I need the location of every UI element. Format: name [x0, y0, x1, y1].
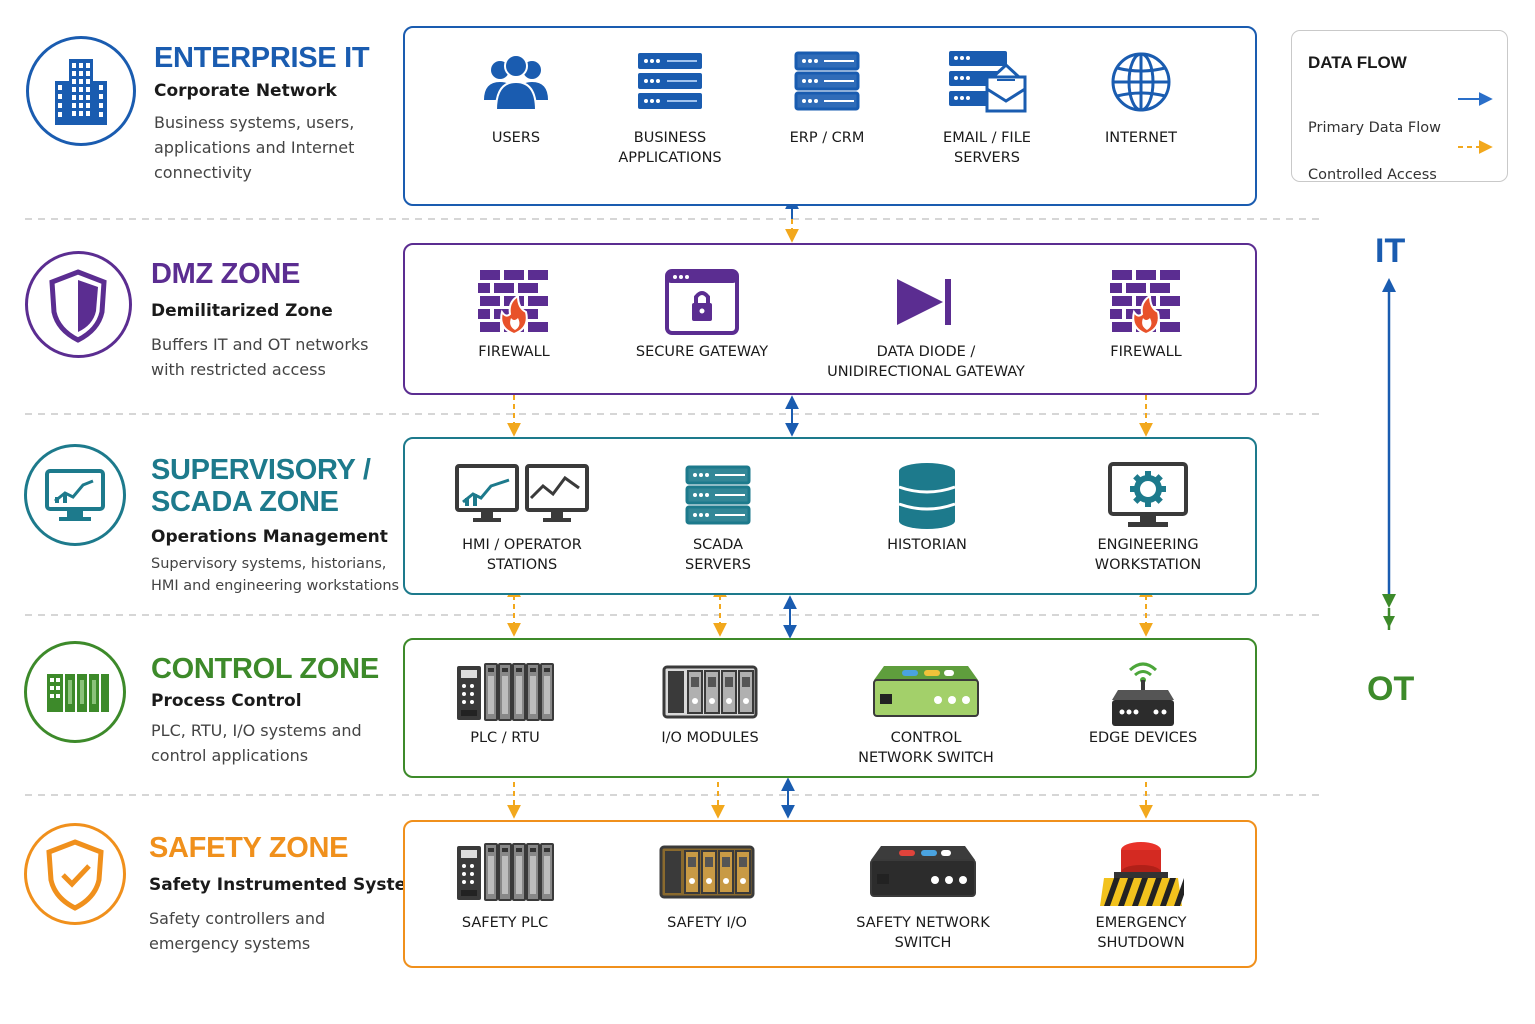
node-icon-server-rack-icon[interactable]	[600, 42, 740, 122]
node-label: CONTROL NETWORK SWITCH	[858, 730, 994, 766]
scada-zone-subtitle: Operations Management	[151, 527, 388, 547]
safety-zone-subtitle: Safety Instrumented System	[149, 875, 424, 895]
node-label: PLC / RTU	[470, 730, 540, 746]
node-label: EDGE DEVICES	[1088, 730, 1198, 746]
node-label: SECURE GATEWAY	[635, 344, 769, 360]
legend-controlled-label: Controlled Access	[1308, 167, 1437, 183]
control-zone-badge	[24, 641, 126, 743]
safety-zone-badge	[24, 823, 126, 925]
node-label: HMI / OPERATOR STATIONS	[462, 537, 582, 573]
node-icon-emergency-button-icon[interactable]	[1071, 832, 1211, 912]
node-icon-email-server-icon[interactable]	[917, 42, 1057, 122]
legend-arrows	[1458, 92, 1493, 154]
node-icon-plc-icon[interactable]	[435, 832, 575, 912]
dmz-zone-description: Buffers IT and OT networks with restrict…	[151, 335, 369, 379]
legend-primary-label: Primary Data Flow	[1308, 120, 1441, 136]
node-icon-server-stack-icon[interactable]	[648, 456, 788, 536]
node-label: FIREWALL	[478, 344, 550, 360]
enterprise-zone-title: ENTERPRISE IT	[154, 42, 370, 74]
node-icon-users-icon[interactable]	[446, 42, 586, 122]
node-label: SAFETY NETWORK SWITCH	[856, 915, 990, 951]
node-icon-io-modules-icon[interactable]	[640, 652, 780, 732]
node-label: SCADA SERVERS	[684, 537, 752, 573]
scada-zone-title: SUPERVISORY / SCADA ZONE	[151, 454, 371, 518]
node-icon-edge-device-icon[interactable]	[1073, 652, 1213, 732]
legend-title: DATA FLOW	[1308, 53, 1407, 72]
enterprise-zone-description: Business systems, users, applications an…	[154, 113, 355, 182]
safety-zone-description: Safety controllers and emergency systems	[149, 909, 326, 953]
safety-zone-title: SAFETY ZONE	[149, 832, 349, 864]
node-label: FIREWALL	[1110, 344, 1182, 360]
node-label: BUSINESS APPLICATIONS	[618, 130, 722, 166]
dmz-zone-badge	[25, 251, 132, 358]
enterprise-zone-badge	[26, 36, 136, 146]
node-icon-firewall-icon[interactable]	[1076, 262, 1216, 342]
enterprise-zone-subtitle: Corporate Network	[154, 81, 337, 101]
node-label: INTERNET	[1104, 130, 1178, 146]
data-flow-legend: DATA FLOW Primary Data Flow Controlled A…	[1291, 30, 1508, 183]
node-icon-network-switch-icon[interactable]	[853, 832, 993, 912]
monitor-chart-icon	[27, 447, 123, 543]
node-label: EMERGENCY SHUTDOWN	[1095, 915, 1187, 951]
shield-check-icon	[27, 826, 123, 922]
node-label: DATA DIODE / UNIDIRECTIONAL GATEWAY	[827, 344, 1025, 380]
node-label: EMAIL / FILE SERVERS	[943, 130, 1031, 166]
node-icon-hmi-monitors-icon[interactable]	[452, 456, 592, 536]
node-icon-firewall-icon[interactable]	[444, 262, 584, 342]
control-zone-description: PLC, RTU, I/O systems and control applic…	[151, 721, 362, 765]
office-building-icon	[29, 39, 133, 143]
node-icon-server-stack-icon[interactable]	[757, 42, 897, 122]
ot-axis-label: OT	[1367, 670, 1415, 708]
node-label: SAFETY PLC	[461, 915, 549, 931]
node-label: ERP / CRM	[789, 130, 865, 146]
dmz-zone-title: DMZ ZONE	[151, 258, 301, 290]
scada-zone-description: Supervisory systems, historians, HMI and…	[151, 556, 400, 594]
node-icon-io-modules-icon[interactable]	[637, 832, 777, 912]
node-label: HISTORIAN	[887, 537, 967, 553]
node-icon-network-switch-icon[interactable]	[856, 652, 996, 732]
zone-separators	[25, 218, 1325, 796]
shield-icon	[28, 254, 129, 355]
node-icon-secure-gateway-icon[interactable]	[632, 262, 772, 342]
node-icon-engineering-workstation-icon[interactable]	[1078, 456, 1218, 536]
node-icon-data-diode-icon[interactable]	[856, 262, 996, 342]
scada-zone-badge	[24, 444, 126, 546]
it-axis-label: IT	[1375, 232, 1406, 270]
control-zone-subtitle: Process Control	[151, 691, 302, 711]
plc-rack-icon	[27, 644, 123, 740]
node-icon-database-icon[interactable]	[857, 456, 997, 536]
node-label: I/O MODULES	[661, 730, 759, 746]
node-icon-globe-icon[interactable]	[1071, 42, 1211, 122]
dmz-zone-subtitle: Demilitarized Zone	[151, 301, 333, 321]
node-label: ENGINEERING WORKSTATION	[1094, 537, 1202, 573]
control-zone-title: CONTROL ZONE	[151, 653, 379, 685]
node-label: SAFETY I/O	[667, 915, 747, 931]
it-ot-axis	[1382, 278, 1396, 630]
node-icon-plc-icon[interactable]	[435, 652, 575, 732]
node-label: USERS	[491, 130, 541, 146]
